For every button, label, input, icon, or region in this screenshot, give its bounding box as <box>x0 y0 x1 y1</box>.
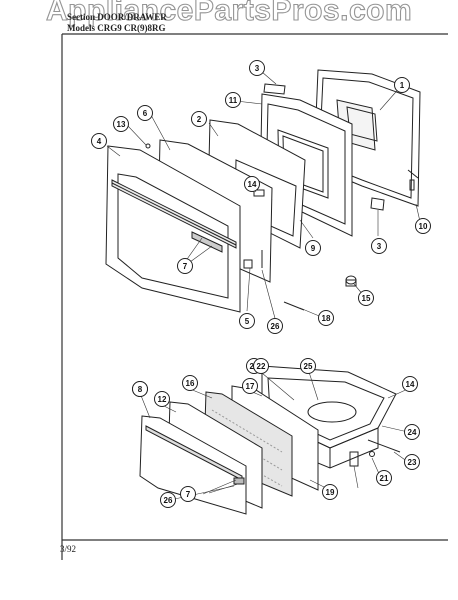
callout-drawer-24: 24 <box>404 424 420 440</box>
callout-door-15: 15 <box>358 290 374 306</box>
callout-door-2: 2 <box>191 111 207 127</box>
svg-text:5: 5 <box>245 317 250 326</box>
svg-text:18: 18 <box>322 314 331 323</box>
svg-text:2: 2 <box>197 115 202 124</box>
svg-text:19: 19 <box>326 488 335 497</box>
svg-text:6: 6 <box>143 109 148 118</box>
callout-drawer-25: 25 <box>300 358 316 374</box>
svg-text:3: 3 <box>377 242 382 251</box>
callout-door-26: 26 <box>267 318 283 334</box>
hinge-part-top <box>263 83 286 95</box>
svg-text:4: 4 <box>97 137 102 146</box>
callout-door-14: 14 <box>244 176 260 192</box>
svg-text:26: 26 <box>164 496 173 505</box>
models-title: Models CRG9 CR(9)8RG <box>67 23 166 33</box>
callout-door-1: 1 <box>394 77 410 93</box>
drawer-screw-21 <box>369 451 375 457</box>
svg-text:26: 26 <box>271 322 280 331</box>
callout-drawer-21: 21 <box>376 470 392 486</box>
svg-text:13: 13 <box>117 120 126 129</box>
door-assembly <box>105 69 421 313</box>
section-title: Section DOOR/DRAWER <box>67 12 167 22</box>
svg-text:7: 7 <box>183 262 188 271</box>
svg-text:7: 7 <box>186 490 191 499</box>
svg-text:22: 22 <box>257 362 266 371</box>
callout-door-4: 4 <box>91 133 107 149</box>
roller-15 <box>345 275 357 287</box>
hinge-part-bottom <box>370 197 385 211</box>
callout-drawer-23: 23 <box>404 454 420 470</box>
callout-drawer-17: 17 <box>242 378 258 394</box>
svg-text:15: 15 <box>362 294 371 303</box>
callout-drawer-14: 14 <box>402 376 418 392</box>
callout-door-7: 7 <box>177 258 193 274</box>
callout-door-9: 9 <box>305 240 321 256</box>
svg-text:3: 3 <box>255 64 260 73</box>
callout-door-10: 10 <box>415 218 431 234</box>
callout-drawer-7: 7 <box>180 486 196 502</box>
door-front-frame <box>105 145 241 313</box>
svg-text:8: 8 <box>138 385 143 394</box>
callout-drawer-26: 26 <box>160 492 176 508</box>
drawer-rail-23 <box>367 439 401 453</box>
callout-drawer-8: 8 <box>132 381 148 397</box>
callout-drawer-12: 12 <box>154 391 170 407</box>
callout-drawer-19: 19 <box>322 484 338 500</box>
svg-text:14: 14 <box>406 380 415 389</box>
callout-door-18: 18 <box>318 310 334 326</box>
revision-date: 3/92 <box>60 544 77 554</box>
screw-13 <box>145 143 151 149</box>
svg-text:12: 12 <box>158 395 167 404</box>
svg-text:1: 1 <box>400 81 405 90</box>
svg-text:11: 11 <box>229 96 238 105</box>
spacer-26 <box>243 259 253 269</box>
callout-door-11: 11 <box>225 92 241 108</box>
drawer-leader-lines <box>139 371 411 501</box>
screw-18 <box>283 301 305 311</box>
svg-text:24: 24 <box>408 428 417 437</box>
page-border <box>61 33 448 560</box>
callout-door-6: 6 <box>137 105 153 121</box>
callout-drawer-22: 22 <box>253 358 269 374</box>
drawer-assembly <box>139 365 401 515</box>
svg-text:10: 10 <box>419 222 428 231</box>
svg-text:9: 9 <box>311 244 316 253</box>
svg-text:25: 25 <box>304 362 313 371</box>
svg-text:17: 17 <box>246 382 255 391</box>
callout-door-3: 3 <box>249 60 265 76</box>
callout-bubbles: 1233456789101113141518267812141617192021… <box>91 60 431 508</box>
svg-text:14: 14 <box>248 180 257 189</box>
callout-drawer-16: 16 <box>182 375 198 391</box>
callout-door-3: 3 <box>371 238 387 254</box>
door-clip <box>253 189 265 197</box>
svg-text:23: 23 <box>408 458 417 467</box>
svg-text:21: 21 <box>380 474 389 483</box>
callout-door-13: 13 <box>113 116 129 132</box>
svg-text:16: 16 <box>186 379 195 388</box>
watermark-logo: AppliancePartsPros.com <box>45 0 413 28</box>
callout-door-5: 5 <box>239 313 255 329</box>
